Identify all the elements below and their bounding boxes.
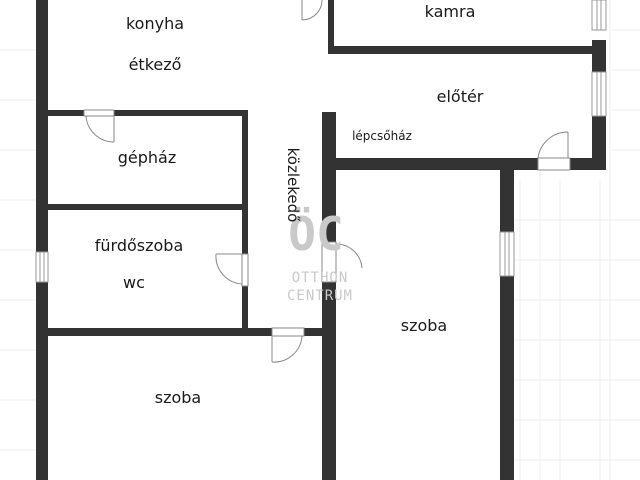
window-left: [35, 251, 49, 283]
door-gephaz: [83, 109, 115, 117]
wall-kozlekedo-right: [322, 112, 336, 480]
watermark: ÖC OTTHON CENTRUM: [287, 207, 353, 304]
label-gephaz: gépház: [118, 148, 177, 167]
window-eloter: [591, 71, 607, 117]
label-wc: wc: [123, 273, 145, 292]
door-szoba-left: [271, 327, 305, 337]
label-szoba-right: szoba: [401, 316, 447, 335]
wall-furdo-right: [242, 110, 248, 334]
wall-furdo-bottom: [48, 328, 336, 336]
label-etkezo: étkező: [129, 55, 182, 74]
door-szoba-right: [335, 243, 363, 269]
doors: [83, 0, 571, 363]
label-eloter: előtér: [437, 87, 484, 106]
window-szoba-right: [499, 231, 515, 277]
wall-gephaz-top: [48, 110, 248, 116]
room-labels: konyha étkező kamra előtér lépcsőház gép…: [95, 2, 484, 407]
label-szoba-left: szoba: [155, 388, 201, 407]
label-kozlekedo: közlekedő: [284, 148, 302, 223]
wall-lepcsohaz-bottom: [322, 158, 602, 170]
door-furdoszoba: [241, 253, 249, 287]
label-furdoszoba: fürdőszoba: [95, 236, 184, 255]
watermark-logo: ÖC: [288, 207, 343, 261]
wall-kamra-bottom: [328, 46, 606, 54]
wall-kamra-left: [328, 0, 334, 54]
door-eloter: [537, 157, 571, 171]
watermark-line1: OTTHON: [292, 270, 349, 286]
watermark-line2: CENTRUM: [287, 288, 353, 304]
wall-gephaz-bottom: [48, 204, 248, 210]
wall-szoba-right: [500, 170, 514, 480]
wall-left-outer: [36, 0, 48, 480]
label-konyha: konyha: [126, 14, 184, 33]
label-lepcsohaz: lépcsőház: [352, 129, 412, 143]
door-kamra: [301, 0, 323, 21]
label-kamra: kamra: [425, 2, 476, 21]
windows: [35, 0, 607, 283]
window-kamra: [591, 0, 607, 31]
